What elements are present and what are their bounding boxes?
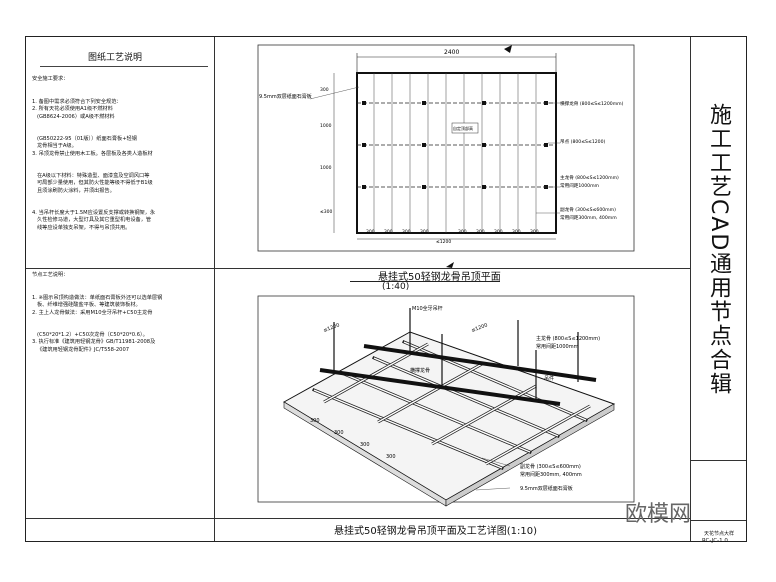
iso-dim-300-1: 300: [310, 418, 320, 424]
sheet-code: RC-JC-1.0: [702, 538, 728, 544]
bottom-dim-10: 300: [530, 229, 539, 235]
notes-list: 1. 备图中需求必须符合下列安全规范：2. 所有天花必须使用A1级不燃材料 (G…: [32, 98, 156, 231]
bottom-dim-4: 300: [420, 229, 429, 235]
iso-main-keel: 主龙骨 (800≤S≤1200mm): [536, 335, 600, 342]
label-hang-point: 吊点 (800≤S≤1200): [560, 139, 606, 145]
bottom-dim-8: 300: [494, 229, 503, 235]
notes-title: 图纸工艺说明: [88, 53, 143, 63]
plan-drawing: 2400 自定顶部高 9.5mm双层纸面石膏板 300 1000 1000 ≤3…: [257, 44, 635, 268]
iso-dim-b: ≤1200: [471, 322, 489, 333]
iso-rod-label: M10全牙吊杆: [412, 305, 443, 312]
title-divider-1: [690, 460, 746, 461]
iso-dim-300-4: 300: [386, 454, 396, 460]
bottom-dim-1: 300: [366, 229, 375, 235]
bottom-dim-5: ≤1200: [436, 239, 451, 245]
row-divider: [26, 268, 690, 269]
plan-caption-underline: [350, 281, 500, 282]
label-main-keel-spacing: 常用间距1000mm: [560, 182, 600, 189]
drawing-frame: [25, 36, 747, 542]
title-divider-2: [690, 520, 746, 521]
label-sub-keel-spacing: 常用间距300mm, 400mm: [560, 214, 617, 221]
box-label: 自定顶部高: [453, 125, 473, 131]
label-sub-keel: 副龙骨 (300≤S≤600mm): [560, 206, 616, 213]
iso-drawing: M10全牙吊杆 ≤1200 ≤1200 主龙骨 (800≤S≤1200mm) 常…: [257, 295, 635, 507]
iso-dim-300-2: 300: [334, 430, 344, 436]
bottom-dim-9: 300: [512, 229, 521, 235]
bottom-dim-7: 300: [476, 229, 485, 235]
iso-cross-keel: 横撑龙骨: [410, 367, 430, 374]
left-dim-4: ≤300: [320, 209, 332, 215]
label-cross-keel: 横撑龙骨 (800≤S≤1200mm): [560, 100, 624, 107]
iso-hanger: 吊件: [544, 375, 554, 382]
dim-top: 2400: [444, 49, 459, 56]
iso-dim-300-3: 300: [360, 442, 370, 448]
bottom-dim-3: 300: [402, 229, 411, 235]
process-list: 1. ※图示吊顶构造做法：单纸面石膏板外还可以选单层钢 板、纤维增强硅酸盐平板、…: [32, 294, 163, 353]
iso-board: 9.5mm双层纸面石膏板: [520, 485, 573, 492]
arrow-marker-1: [504, 45, 512, 53]
plan-scale: (1:40): [382, 282, 410, 292]
bottom-dim-6: 300: [458, 229, 467, 235]
label-main-keel: 主龙骨 (800≤S≤1200mm): [560, 174, 619, 181]
notes-column: [26, 37, 215, 541]
left-dim-1: 300: [320, 87, 329, 93]
title-column: [690, 37, 747, 541]
iso-dim-a: ≤1200: [323, 322, 341, 333]
sheet-note: 天花节点大样: [704, 531, 735, 537]
notes-title-underline: [40, 66, 208, 67]
notes-heading: 安全施工要求：: [32, 76, 69, 82]
board-label: 9.5mm双层纸面石膏板: [259, 93, 312, 100]
process-heading: 节点工艺说明：: [32, 272, 69, 278]
plan-caption: 悬挂式50轻钢龙骨吊顶平面: [378, 272, 501, 283]
set-title: 施工工艺CAD通用节点合辑: [706, 103, 731, 397]
iso-sub-keel: 副龙骨 (300≤S≤600mm): [520, 463, 581, 470]
iso-sub-keel-2: 常用间距300mm, 400mm: [520, 471, 582, 478]
left-dim-2: 1000: [320, 123, 332, 129]
arrow-marker-2: [446, 262, 454, 268]
bottom-dim-2: 300: [384, 229, 393, 235]
left-dim-3: 1000: [320, 165, 332, 171]
watermark: 欧模网: [625, 502, 692, 527]
iso-main-keel-2: 常用间距1000mm: [536, 343, 579, 350]
iso-caption: 悬挂式50轻钢龙骨吊顶平面及工艺详图(1:10): [334, 526, 537, 537]
caption-divider: [26, 518, 690, 519]
